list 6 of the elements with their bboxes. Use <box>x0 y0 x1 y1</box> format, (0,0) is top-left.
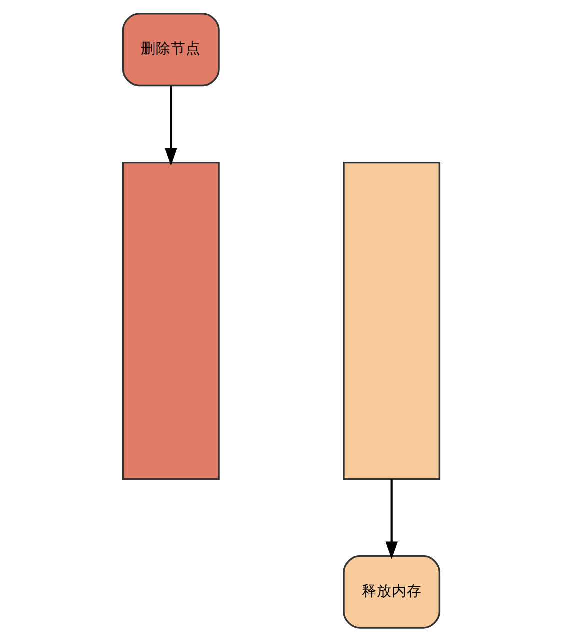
node-box: 释放内存 <box>342 555 440 629</box>
node-box: 删除节点 <box>122 13 220 87</box>
arrow <box>164 86 177 166</box>
arrow <box>385 480 398 560</box>
node-bar <box>122 162 220 480</box>
node-bar <box>342 162 440 480</box>
